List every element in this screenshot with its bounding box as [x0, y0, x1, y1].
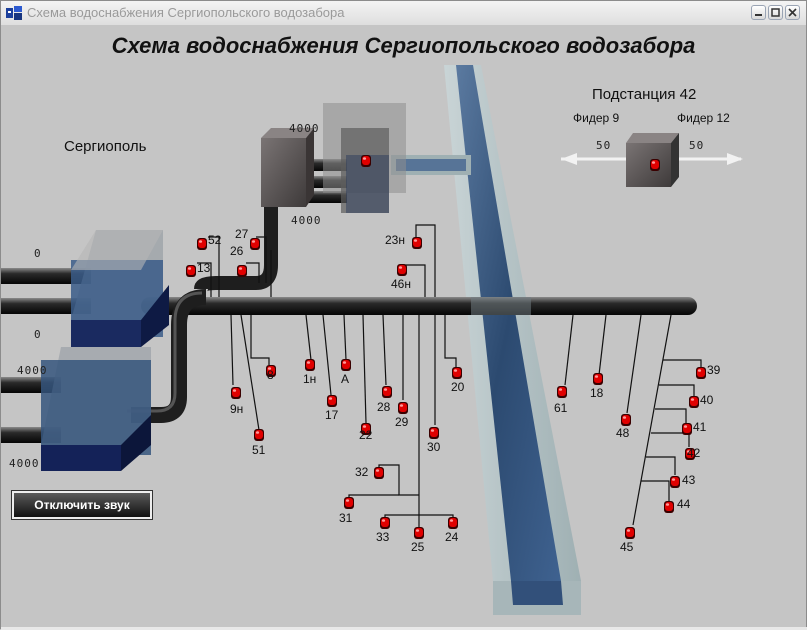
main-pipe: [141, 297, 697, 315]
well-label-w45: 45: [620, 540, 634, 554]
well-indicator-w17[interactable]: [326, 394, 338, 408]
well-label-w24: 24: [445, 530, 459, 544]
well-label-w32: 32: [355, 465, 369, 479]
feeder-left-label: Фидер 9: [573, 111, 620, 125]
well-label-w52: 52: [208, 233, 222, 247]
well-indicator-w20[interactable]: [451, 366, 463, 380]
well-indicator-w40[interactable]: [688, 395, 700, 409]
well-indicator-w1n[interactable]: [304, 358, 316, 372]
mute-sound-button[interactable]: Отключить звук: [11, 490, 153, 520]
well-lines: [197, 224, 702, 530]
close-icon: [788, 8, 797, 17]
well-label-w39: 39: [707, 363, 721, 377]
feeder-right-value: 50: [689, 139, 705, 152]
well-indicator-w26[interactable]: [236, 264, 248, 278]
well-indicator-w13[interactable]: [185, 264, 197, 278]
well-indicator-w44[interactable]: [663, 500, 675, 514]
well-label-w43: 43: [682, 473, 696, 487]
well-label-w20: 20: [451, 380, 465, 394]
well-indicator-w42[interactable]: [684, 447, 696, 461]
well-indicator-wA[interactable]: [340, 358, 352, 372]
well-label-w26: 26: [230, 244, 244, 258]
well-indicator-w24[interactable]: [447, 516, 459, 530]
reservoir2-lower-readout: 4000: [9, 457, 40, 470]
well-label-w25: 25: [411, 540, 425, 554]
well-label-wA: А: [341, 372, 350, 386]
well-label-w41: 41: [693, 420, 707, 434]
substation-indicator[interactable]: [649, 158, 661, 172]
reservoir1-upper-readout: 0: [34, 247, 42, 260]
well-label-w13: 13: [197, 261, 211, 275]
well-label-w31: 31: [339, 511, 353, 525]
well-indicator-w29[interactable]: [397, 401, 409, 415]
reservoir1-lower-readout: 0: [34, 328, 42, 341]
feeder-right-label: Фидер 12: [677, 111, 730, 125]
minimize-button[interactable]: [751, 5, 766, 20]
well-indicator-w43[interactable]: [669, 475, 681, 489]
well-indicator-w8[interactable]: [265, 364, 277, 378]
well-label-w33: 33: [376, 530, 390, 544]
well-indicator-w25[interactable]: [413, 526, 425, 540]
well-indicator-w45[interactable]: [624, 526, 636, 540]
well-label-w17: 17: [325, 408, 339, 422]
well-indicator-w33[interactable]: [379, 516, 391, 530]
pump-indicator[interactable]: [360, 154, 372, 168]
minimize-icon: [755, 14, 762, 16]
well-indicator-w52[interactable]: [196, 237, 208, 251]
well-indicator-w51[interactable]: [253, 428, 265, 442]
well-indicator-w39[interactable]: [695, 366, 707, 380]
well-indicator-w41[interactable]: [681, 422, 693, 436]
well-label-w44: 44: [677, 497, 691, 511]
pump-bottom-readout: 4000: [291, 214, 322, 227]
well-indicator-w32[interactable]: [373, 466, 385, 480]
maximize-button[interactable]: [768, 5, 783, 20]
feeder-left-value: 50: [596, 139, 612, 152]
reservoir2-upper-readout: 4000: [17, 364, 48, 377]
well-label-w22: 22: [359, 428, 373, 442]
well-indicator-w30[interactable]: [428, 426, 440, 440]
close-button[interactable]: [785, 5, 800, 20]
app-icon: [6, 6, 22, 20]
well-label-w51: 51: [252, 443, 266, 457]
well-label-w40: 40: [700, 393, 714, 407]
well-label-w27: 27: [235, 227, 249, 241]
title-bar[interactable]: Схема водоснабжения Сергиопольского водо…: [1, 1, 806, 26]
well-indicator-w22[interactable]: [360, 422, 372, 436]
well-label-w46n: 46н: [391, 277, 411, 291]
well-indicator-w27[interactable]: [249, 237, 261, 251]
well-indicator-w61[interactable]: [556, 385, 568, 399]
well-label-w8: 8: [267, 368, 274, 382]
substation: [561, 133, 743, 187]
well-label-w18: 18: [590, 386, 604, 400]
well-label-w61: 61: [554, 401, 568, 415]
maximize-icon: [771, 8, 780, 17]
well-label-w23n: 23н: [385, 233, 405, 247]
pump-station: [261, 103, 406, 213]
scheme-diagram: [1, 65, 743, 615]
scheme-canvas: Схема водоснабжения Сергиопольского водо…: [1, 25, 806, 629]
main-title: Схема водоснабжения Сергиопольского водо…: [111, 33, 696, 58]
well-indicator-w9n[interactable]: [230, 386, 242, 400]
reservoir-1: [71, 230, 169, 347]
window-title: Схема водоснабжения Сергиопольского водо…: [27, 5, 345, 20]
well-indicator-w18[interactable]: [592, 372, 604, 386]
city-label: Сергиополь: [64, 138, 147, 155]
well-label-w42: 42: [687, 446, 701, 460]
well-indicator-w48[interactable]: [620, 413, 632, 427]
well-indicator-w28[interactable]: [381, 385, 393, 399]
well-indicator-w46n[interactable]: [396, 263, 408, 277]
well-indicator-w23n[interactable]: [411, 236, 423, 250]
substation-title: Подстанция 42: [592, 86, 697, 103]
canal: [391, 65, 581, 615]
well-indicator-w31[interactable]: [343, 496, 355, 510]
well-label-w30: 30: [427, 440, 441, 454]
reservoir-2: [41, 347, 151, 471]
well-label-w1n: 1н: [303, 372, 317, 386]
well-label-w29: 29: [395, 415, 409, 429]
well-label-w9n: 9н: [230, 402, 244, 416]
well-label-w28: 28: [377, 400, 391, 414]
pump-top-readout: 4000: [289, 122, 320, 135]
well-label-w48: 48: [616, 426, 630, 440]
